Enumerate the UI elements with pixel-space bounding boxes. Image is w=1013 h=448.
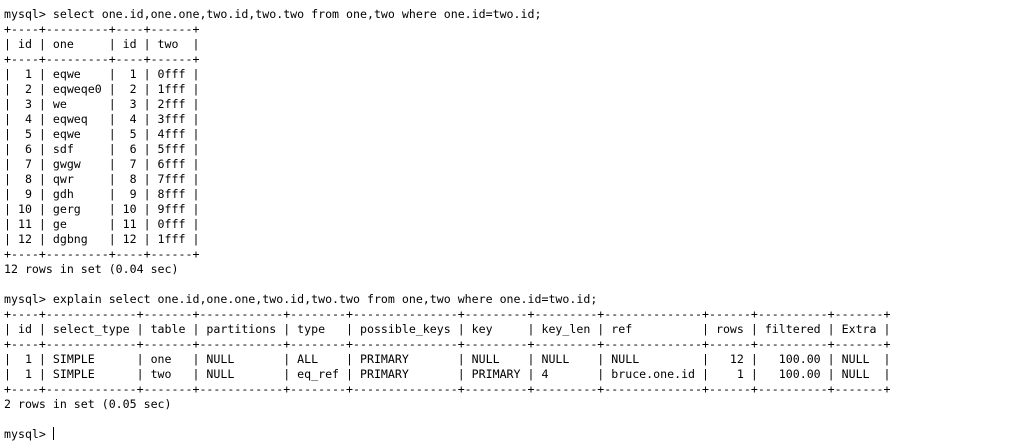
table-row: | 3 | we | 3 | 2fff | — [4, 97, 200, 111]
table-border: +----+---------+----+------+ — [4, 247, 200, 261]
command-line: mysql> explain select one.id,one.one,two… — [4, 292, 598, 306]
blank-line — [4, 412, 1013, 427]
table-header-row: | id | select_type | table | partitions … — [4, 322, 891, 336]
table-border: +----+---------+----+------+ — [4, 22, 200, 36]
table-border: +----+-------------+-------+------------… — [4, 382, 891, 396]
result-summary: 2 rows in set (0.05 sec) — [4, 397, 172, 411]
table-row: | 11 | ge | 11 | 0fff | — [4, 217, 200, 231]
table-border: +----+-------------+-------+------------… — [4, 307, 891, 321]
table-row: | 4 | eqweq | 4 | 3fff | — [4, 112, 200, 126]
table-row: | 8 | qwr | 8 | 7fff | — [4, 172, 200, 186]
table-row: | 1 | SIMPLE | two | NULL | eq_ref | PRI… — [4, 367, 891, 381]
table-border: +----+-------------+-------+------------… — [4, 337, 891, 351]
table-row: | 7 | gwgw | 7 | 6fff | — [4, 157, 200, 171]
table-row: | 1 | SIMPLE | one | NULL | ALL | PRIMAR… — [4, 352, 891, 366]
text-cursor — [52, 427, 54, 440]
table-row: | 1 | eqwe | 1 | 0fff | — [4, 67, 200, 81]
table-row: | 5 | eqwe | 5 | 4fff | — [4, 127, 200, 141]
command-line: mysql> select one.id,one.one,two.id,two.… — [4, 7, 542, 21]
table-row: | 12 | dgbng | 12 | 1fff | — [4, 232, 200, 246]
blank-line — [4, 277, 1013, 292]
result-summary: 12 rows in set (0.04 sec) — [4, 262, 179, 276]
prompt-line[interactable]: mysql> — [4, 427, 54, 441]
table-row: | 9 | gdh | 9 | 8fff | — [4, 187, 200, 201]
table-row: | 2 | eqweqe0 | 2 | 1fff | — [4, 82, 200, 96]
table-border: +----+---------+----+------+ — [4, 52, 200, 66]
table-row: | 6 | sdf | 6 | 5fff | — [4, 142, 200, 156]
table-row: | 10 | gerg | 10 | 9fff | — [4, 202, 200, 216]
table-header-row: | id | one | id | two | — [4, 37, 200, 51]
